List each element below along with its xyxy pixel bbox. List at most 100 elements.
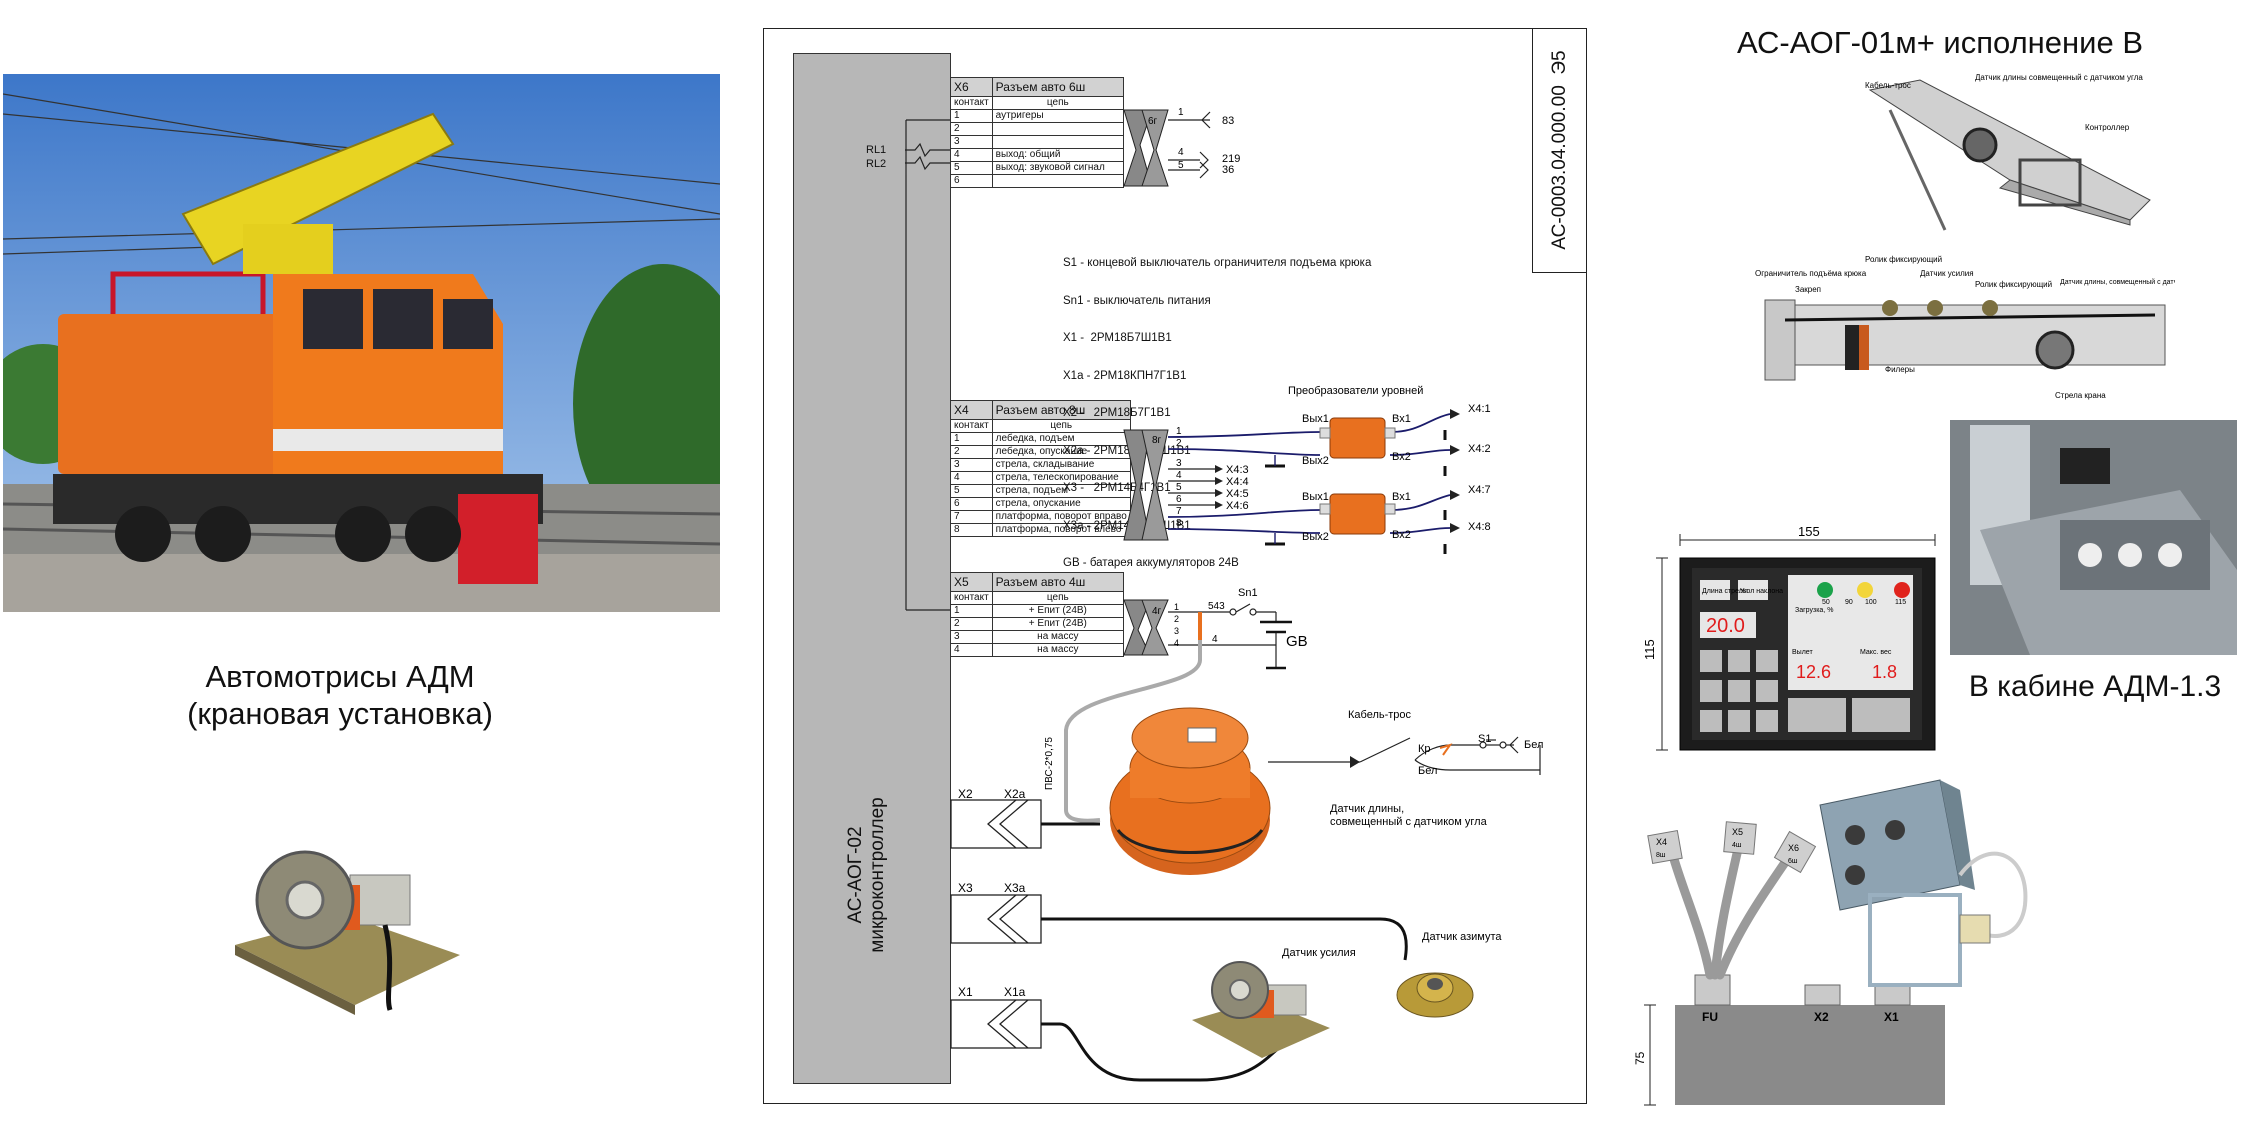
- box-cable-x5: X5: [1732, 827, 1743, 837]
- boom2-hook-limiter: Ограничитель подъёма крюка: [1755, 269, 1867, 278]
- legend-item: S1 - концевой выключатель ограничителя п…: [1063, 257, 1372, 269]
- locomotive-caption: Автомотрисы АДМ (крановая установка): [140, 658, 540, 732]
- force-sensor-photo-large: [225, 845, 465, 1015]
- boom2-length2: Датчик длины, совмещенный с датчиком угл…: [2060, 278, 2175, 286]
- x5-plug-label: 4г: [1152, 606, 1162, 617]
- x4-title: Разъем авто 8ш: [991, 400, 1131, 420]
- table-row-circuit: [991, 174, 1125, 188]
- boom2-clamp: Закреп: [1795, 285, 1821, 294]
- port-x1: X1: [1884, 1010, 1899, 1024]
- connector-x3: X3: [958, 881, 973, 895]
- x4-pin-5: 5: [1176, 482, 1182, 493]
- converter-output-x4-8: X4:8: [1468, 521, 1491, 533]
- box-cable-sub-x6: 6ш: [1788, 858, 1798, 865]
- table-row-circuit: на массу: [991, 643, 1125, 657]
- right-title: АС-АОГ-01м+ исполнение В: [1736, 25, 2143, 60]
- wire-red-label: Кр: [1418, 743, 1431, 755]
- level-converter: [1319, 493, 1396, 535]
- scale-90: 90: [1845, 599, 1853, 606]
- btn-boom-length: Длина стрелы: [1702, 588, 1748, 595]
- switch-s1: S1: [1478, 733, 1491, 745]
- converter-pin-vh1: Вх1: [1392, 413, 1411, 425]
- level-converter: [1319, 417, 1396, 459]
- boom2-roller2: Ролик фиксирующий: [1975, 280, 2052, 289]
- x5-pin-1: 1: [1174, 602, 1179, 612]
- box-cable-sub-x4: 8ш: [1656, 852, 1666, 859]
- box-cable-sub-x5: 4ш: [1732, 842, 1742, 849]
- locomotive-photo: [3, 74, 720, 612]
- display-max: 1.8: [1872, 662, 1897, 682]
- wiring-diagram-frame: [763, 28, 1587, 1104]
- connector-x2: X2: [958, 787, 973, 801]
- battery-gb: GB: [1286, 633, 1308, 650]
- scale-115: 115: [1895, 599, 1906, 606]
- connector-x2a: X2a: [1004, 787, 1026, 801]
- panel-width-dim: 155: [1798, 524, 1820, 539]
- x5-pin-4: 4: [1174, 638, 1179, 648]
- port-x2: X2: [1814, 1010, 1829, 1024]
- force-sensor-small: [1192, 961, 1330, 1058]
- x4-pin-1: 1: [1176, 426, 1182, 437]
- converter-pin-vh1: Вх1: [1392, 491, 1411, 503]
- legend-item: X1a - 2РМ18КПН7Г1В1: [1063, 369, 1187, 382]
- x6-wire-36: 36: [1222, 164, 1234, 176]
- converter-output-x4-2: X4:2: [1468, 443, 1491, 455]
- x4-output-3: X4:3: [1226, 464, 1249, 476]
- converter-pin-vh2: Вх2: [1392, 529, 1411, 541]
- legend: S1 - концевой выключатель ограничителя п…: [1063, 232, 1371, 582]
- panel-height-dim: 115: [1642, 639, 1657, 660]
- x6-pin-4: 4: [1178, 147, 1184, 158]
- connector-x3a: X3a: [1004, 881, 1026, 895]
- boom2-roller1: Ролик фиксирующий: [1865, 255, 1942, 264]
- box-cable-x6: X6: [1788, 843, 1799, 853]
- connector-x1a: X1a: [1004, 985, 1026, 999]
- converter-pin-vyh2: Вых2: [1302, 455, 1329, 467]
- boom-label-controller: Контроллер: [2085, 123, 2130, 132]
- azimuth-sensor: [1396, 972, 1474, 1018]
- boom2-fillers: Филеры: [1885, 365, 1915, 374]
- legend-item: X3 - 2РМ14Б4Г1В1: [1063, 482, 1171, 494]
- drawing-number-box: [1532, 28, 1586, 273]
- btn-boom-angle: Угол наклона: [1740, 588, 1783, 595]
- x4-pin-7: 7: [1176, 506, 1182, 517]
- converter-title: Преобразователи уровней: [1288, 385, 1423, 397]
- force-sensor-label: Датчик усилия: [1282, 947, 1356, 959]
- caption-line2: (крановая установка): [187, 696, 493, 731]
- converter-output-x4-7: X4:7: [1468, 484, 1491, 496]
- label-load: Загрузка, %: [1795, 607, 1833, 614]
- x4-output-4: X4:4: [1226, 476, 1249, 488]
- legend-item: GB - батарея аккумуляторов 24В: [1063, 557, 1239, 569]
- x5-title: Разъем авто 4ш: [991, 572, 1125, 592]
- x4-plug-label: 8г: [1152, 435, 1162, 446]
- wire-4: 4: [1212, 634, 1218, 645]
- relay-label-rl2: RL2: [866, 158, 887, 170]
- x6-pin-1: 1: [1178, 107, 1184, 118]
- x6-pin-5: 5: [1178, 160, 1184, 171]
- boom-illustration-top: Кабель-трос Датчик длины совмещенный с д…: [1865, 73, 2151, 231]
- box-cable-x4: X4: [1656, 837, 1667, 847]
- length-sensor-label2: совмещенный с датчиком угла: [1330, 816, 1488, 828]
- controller-box-drawing: 75 FU X2 X1 X4 X5 X6 8ш 4ш 6ш: [1633, 779, 2028, 1106]
- cabin-photo: [1950, 420, 2237, 655]
- x5-pin-3: 3: [1174, 626, 1179, 636]
- boom2-force: Датчик усилия: [1920, 269, 1974, 278]
- x5-id: X5: [950, 572, 993, 592]
- boom-label-cable: Кабель-трос: [1865, 81, 1911, 90]
- box-height-dim: 75: [1633, 1051, 1647, 1065]
- converter-output-x4-1: X4:1: [1468, 403, 1491, 415]
- boom2-crane-boom: Стрела крана: [2055, 391, 2106, 400]
- wire-white-label: Бел: [1418, 765, 1437, 777]
- converter-pin-vyh2: Вых2: [1302, 531, 1329, 543]
- x5-pin-2: 2: [1174, 614, 1179, 624]
- label-reach: Вылет: [1792, 649, 1813, 656]
- x4-pin-3: 3: [1176, 458, 1182, 469]
- legend-item: X2 - 2РМ18Б7Г1В1: [1063, 407, 1171, 419]
- wire-white2-label: Бел: [1524, 739, 1543, 751]
- label-max: Макс. вес: [1860, 649, 1892, 656]
- length-sensor-label1: Датчик длины,: [1330, 803, 1404, 815]
- microcontroller-block: [793, 53, 951, 1084]
- scale-100: 100: [1865, 599, 1877, 606]
